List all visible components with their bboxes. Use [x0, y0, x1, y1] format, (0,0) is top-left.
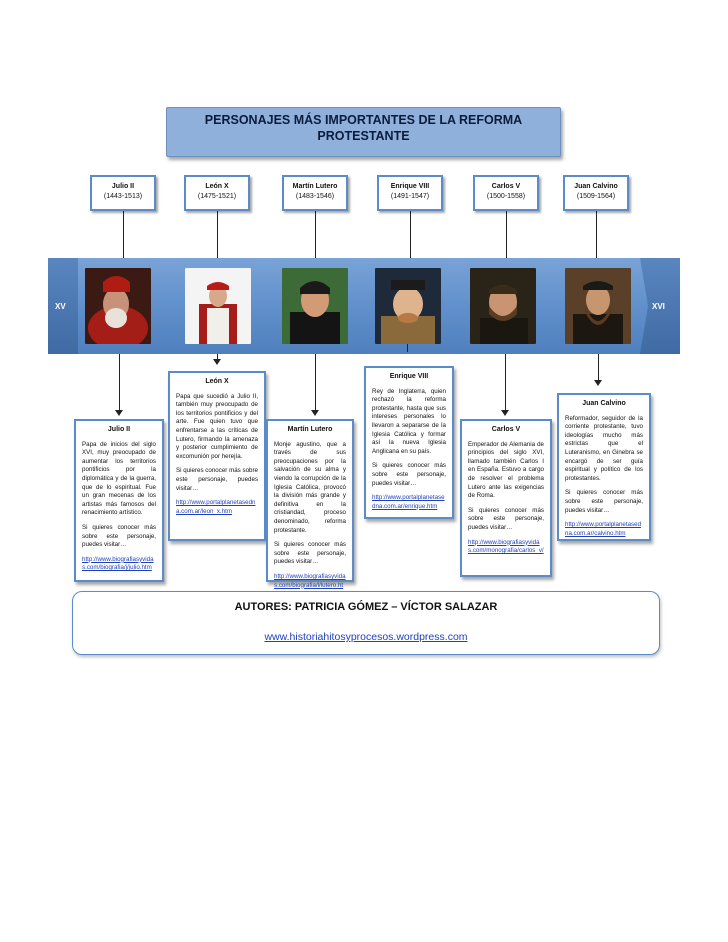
info-link[interactable]: http://www.portalplanetasedna.com.ar/cal… — [565, 521, 642, 537]
info-title: León X — [205, 378, 229, 385]
connector-line — [217, 211, 218, 258]
info-title: Enrique VIII — [389, 373, 429, 380]
info-cta: Si quieres conocer más sobre este person… — [82, 523, 156, 549]
blog-link[interactable]: www.historiahitosyprocesos.wordpress.com — [264, 631, 468, 643]
timeline-start-label: XV — [55, 302, 66, 311]
portrait-julio — [85, 268, 151, 344]
top-name: Enrique VIII — [390, 183, 430, 190]
connector-line — [315, 354, 316, 412]
info-box-julio: Julio II Papa de inicios del siglo XVI, … — [74, 419, 164, 582]
info-box-calvino: Juan Calvino Reformador, seguidor de la … — [557, 393, 651, 541]
info-text: Reformador, seguidor de la corriente pro… — [565, 414, 643, 482]
top-name: Carlos V — [491, 183, 521, 190]
timeline-left-cap — [48, 258, 78, 354]
info-text: Rey de Inglaterra, quien rechazó la refo… — [372, 387, 446, 455]
info-text: Monje agustino, que a través de sus preo… — [274, 440, 346, 534]
connector-line — [217, 354, 218, 360]
info-cta: Si quieres conocer más sobre este person… — [372, 462, 446, 487]
authors-box: AUTORES: PATRICIA GÓMEZ – VÍCTOR SALAZAR… — [72, 591, 660, 655]
info-link[interactable]: http://www.portalplanetasedna.com.ar/enr… — [372, 494, 445, 510]
portrait-enrique — [375, 268, 441, 344]
connector-line — [596, 211, 597, 258]
connector-line — [410, 211, 411, 258]
connector-line — [123, 211, 124, 258]
portrait-carlos — [470, 268, 536, 344]
title-line-1: PERSONAJES MÁS IMPORTANTES DE LA REFORMA — [204, 113, 523, 127]
portrait-calvino — [565, 268, 631, 344]
connector-line — [598, 354, 599, 380]
top-dates: (1509-1564) — [576, 193, 616, 200]
info-cta: Si quieres conocer más sobre este person… — [468, 506, 544, 531]
top-box-calvino: Juan Calvino (1509-1564) — [563, 175, 629, 211]
info-text: Emperador de Alemania de principios del … — [468, 440, 544, 500]
top-name: Juan Calvino — [574, 183, 618, 190]
info-box-lutero: Martín Lutero Monje agustino, que a trav… — [266, 419, 354, 597]
info-link[interactable]: http://www.portalplanetasedna.com.ar/leo… — [176, 499, 256, 515]
arrow-down-icon — [115, 410, 123, 416]
arrow-down-icon — [213, 359, 221, 365]
info-cta: Si quieres conocer más sobre este person… — [176, 467, 258, 492]
info-title: Juan Calvino — [582, 400, 626, 407]
timeline-end-label: XVI — [652, 302, 665, 311]
arrow-down-icon — [594, 380, 602, 386]
top-dates: (1475-1521) — [197, 193, 237, 200]
top-dates: (1500-1558) — [486, 193, 526, 200]
info-cta: Si quieres conocer más sobre este person… — [565, 489, 643, 514]
top-box-lutero: Martín Lutero (1483-1546) — [282, 175, 348, 211]
page-title: PERSONAJES MÁS IMPORTANTES DE LA REFORMA… — [166, 107, 561, 157]
top-dates: (1483-1546) — [295, 193, 335, 200]
authors-text: AUTORES: PATRICIA GÓMEZ – VÍCTOR SALAZAR — [234, 601, 498, 613]
portrait-leon — [185, 268, 251, 344]
top-box-leon: León X (1475-1521) — [184, 175, 250, 211]
connector-line — [407, 344, 408, 352]
info-title: Martín Lutero — [287, 426, 333, 433]
info-title: Julio II — [107, 426, 131, 433]
info-cta: Si quieres conocer más sobre este person… — [274, 541, 346, 566]
connector-line — [505, 354, 506, 412]
top-name: Julio II — [111, 183, 135, 190]
top-name: Martín Lutero — [292, 183, 338, 190]
info-link[interactable]: http://www.biografiasyvidas.com/biografi… — [82, 555, 154, 572]
info-box-carlos: Carlos V Emperador de Alemania de princi… — [460, 419, 552, 577]
top-dates: (1491-1547) — [390, 193, 430, 200]
info-link[interactable]: http://www.biografiasyvidas.com/monograf… — [468, 538, 544, 555]
connector-line — [315, 211, 316, 258]
title-line-2: PROTESTANTE — [317, 129, 410, 143]
top-box-carlos: Carlos V (1500-1558) — [473, 175, 539, 211]
info-text: Papa de inicios del siglo XVI, muy preoc… — [82, 440, 156, 517]
top-box-julio: Julio II (1443-1513) — [90, 175, 156, 211]
info-box-leon: León X Papa que sucedió a Julio II, tamb… — [168, 371, 266, 541]
top-box-enrique: Enrique VIII (1491-1547) — [377, 175, 443, 211]
connector-line — [119, 354, 120, 414]
arrow-down-icon — [501, 410, 509, 416]
info-box-enrique: Enrique VIII Rey de Inglaterra, quien re… — [364, 366, 454, 519]
top-name: León X — [205, 183, 229, 190]
arrow-down-icon — [311, 410, 319, 416]
info-text: Papa que sucedió a Julio II, también muy… — [176, 392, 258, 460]
top-dates: (1443-1513) — [103, 193, 143, 200]
info-title: Carlos V — [491, 426, 521, 433]
portrait-lutero — [282, 268, 348, 344]
connector-line — [506, 211, 507, 258]
